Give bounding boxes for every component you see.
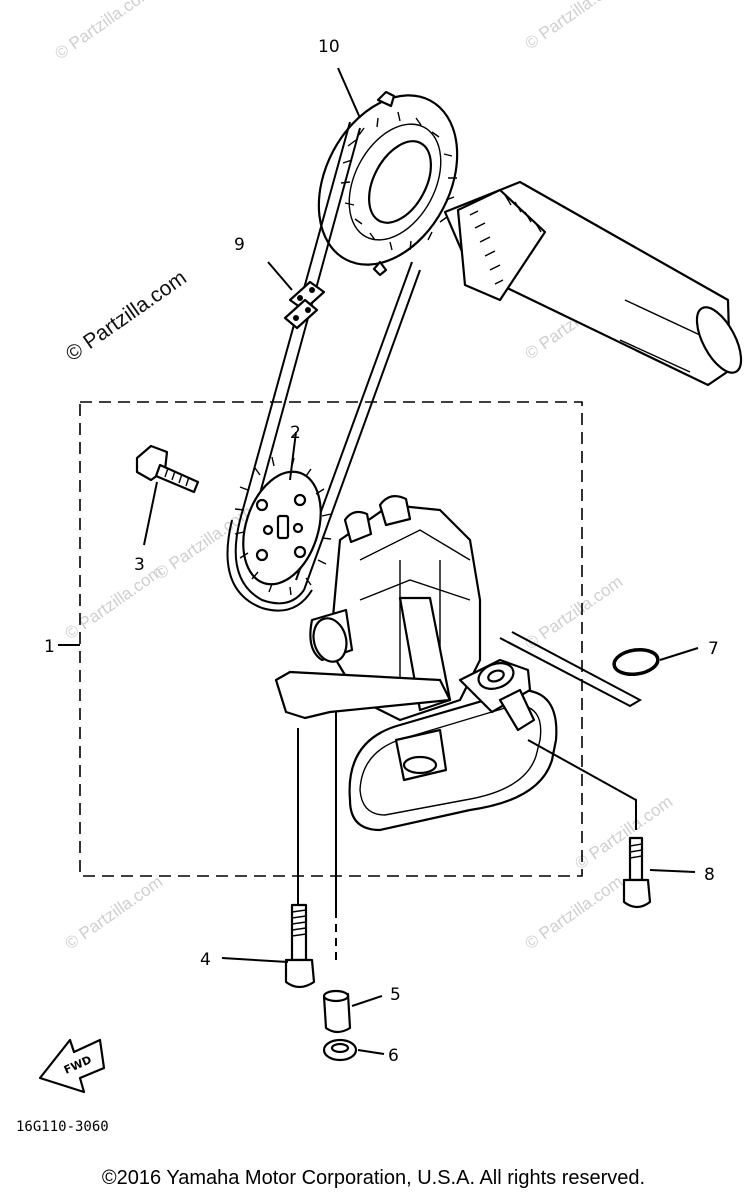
callout-4: 4 xyxy=(200,950,211,970)
crankshaft-part xyxy=(443,180,743,387)
forward-arrow-icon: FWD xyxy=(38,1038,106,1094)
callout-2: 2 xyxy=(290,423,301,443)
watermark: © Partzilla.com xyxy=(521,0,626,53)
callout-8: 8 xyxy=(704,865,715,885)
dowel-pin-part xyxy=(322,989,383,1034)
washer-part xyxy=(322,1038,385,1062)
watermark: © Partzilla.com xyxy=(521,872,626,953)
watermark-dark: © Partzilla.com xyxy=(62,266,191,366)
pump-bolt-long-part xyxy=(622,836,696,909)
watermark: © Partzilla.com xyxy=(61,562,166,643)
leader-lines xyxy=(58,67,643,960)
diagram-code: 16G110-3060 xyxy=(16,1119,109,1135)
sprocket-bolt-part xyxy=(135,444,200,494)
callout-9: 9 xyxy=(234,235,245,255)
chain-link-part xyxy=(283,280,326,330)
callout-6: 6 xyxy=(388,1046,399,1066)
callout-1: 1 xyxy=(44,637,55,657)
o-ring-part xyxy=(612,647,660,677)
watermark: © Partzilla.com xyxy=(571,792,676,873)
watermark: © Partzilla.com xyxy=(61,872,166,953)
watermark: © Partzilla.com xyxy=(51,0,156,63)
assembly-boundary xyxy=(79,401,583,877)
watermark: © Partzilla.com xyxy=(151,502,256,583)
callout-7: 7 xyxy=(708,639,719,659)
callout-3: 3 xyxy=(134,555,145,575)
oil-pump-sprocket-part xyxy=(234,456,332,596)
oil-pump-assembly-part xyxy=(274,494,558,832)
pump-bolt-part xyxy=(221,903,316,989)
watermark: © Partzilla.com xyxy=(521,572,626,653)
callout-10: 10 xyxy=(318,37,340,57)
copyright-notice: ©2016 Yamaha Motor Corporation, U.S.A. A… xyxy=(101,1167,646,1189)
callout-5: 5 xyxy=(390,985,401,1005)
primary-drive-sprocket-part xyxy=(317,90,459,277)
